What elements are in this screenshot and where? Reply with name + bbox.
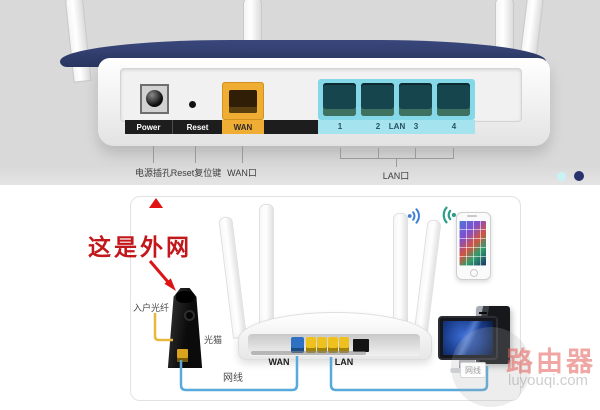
lan-bracket-tick (378, 148, 379, 158)
wan-port-socket (229, 90, 257, 113)
modem-lan-port (177, 349, 188, 362)
blank-port-label (264, 120, 318, 134)
lan-port (339, 337, 349, 353)
phone-screen (459, 221, 486, 266)
wan-port (291, 337, 304, 353)
lan-port (361, 83, 394, 116)
leader-line (153, 146, 154, 163)
modem-label: 光猫 (204, 335, 223, 345)
power-jack-pin (146, 90, 163, 107)
carousel-dot-active[interactable] (574, 171, 584, 181)
lan-bracket-tick (453, 148, 454, 158)
watermark-site: luyouqi.com (508, 372, 589, 389)
power-callout: 电源插孔 (134, 168, 172, 178)
lan-numbers-strip: 1 2 LAN 3 4 (318, 120, 475, 134)
lan-label: LAN (334, 357, 354, 367)
reset-button (189, 101, 196, 108)
wan-label: WAN (268, 357, 290, 367)
reset-port-label: Reset (172, 120, 222, 134)
lan-port (323, 83, 356, 116)
vent-strip (251, 351, 366, 355)
lan-number: 3 (413, 122, 419, 131)
lan-number: 2 (375, 122, 381, 131)
lan-port (306, 337, 316, 353)
leader-line (242, 146, 243, 163)
cable1-label: 网线 (223, 373, 243, 384)
external-network-annotation: 这是外网 (88, 234, 192, 261)
wifi-signal-icon (436, 204, 458, 226)
lan-bracket (340, 158, 454, 159)
power-jack (353, 339, 369, 352)
lan-bracket-tick (415, 148, 416, 158)
lan-port (399, 83, 432, 116)
leader-line (195, 146, 196, 163)
phone-speaker (467, 215, 477, 217)
power-jack (140, 84, 169, 114)
cable2-label: 网线 (460, 362, 486, 378)
lan-bracket-stem (396, 158, 397, 167)
lan-bracket-tick (340, 148, 341, 158)
carousel-dot-inactive[interactable] (557, 172, 566, 181)
lan-port (437, 83, 470, 116)
pointer-triangle-icon (149, 198, 163, 208)
lan-port (317, 337, 327, 353)
lan-callout: LAN口 (382, 171, 410, 181)
wan-port-label: WAN (222, 120, 264, 134)
modem-head (176, 291, 194, 303)
tower-drive-slot (479, 312, 487, 314)
lan-number: 1 (337, 122, 343, 131)
modem-led (184, 310, 195, 321)
antenna-icon (64, 0, 92, 83)
phone-home-button (470, 269, 478, 277)
wan-callout: WAN口 (227, 168, 257, 178)
fiber-label: 入户光纤 (133, 303, 170, 313)
watermark-brand: 路由器 (506, 347, 596, 377)
lan-port (328, 337, 338, 353)
monitor-screen (443, 321, 493, 355)
product-photo-banner: Power Reset WAN 1 2 LAN 3 4 电源插孔 Reset复位… (0, 0, 600, 185)
reset-callout: Reset复位键 (170, 168, 222, 178)
power-port-label: Power (125, 120, 172, 134)
wifi-signal-icon (406, 206, 426, 226)
lan-number: 4 (451, 122, 457, 131)
lan-text: LAN (388, 122, 406, 131)
